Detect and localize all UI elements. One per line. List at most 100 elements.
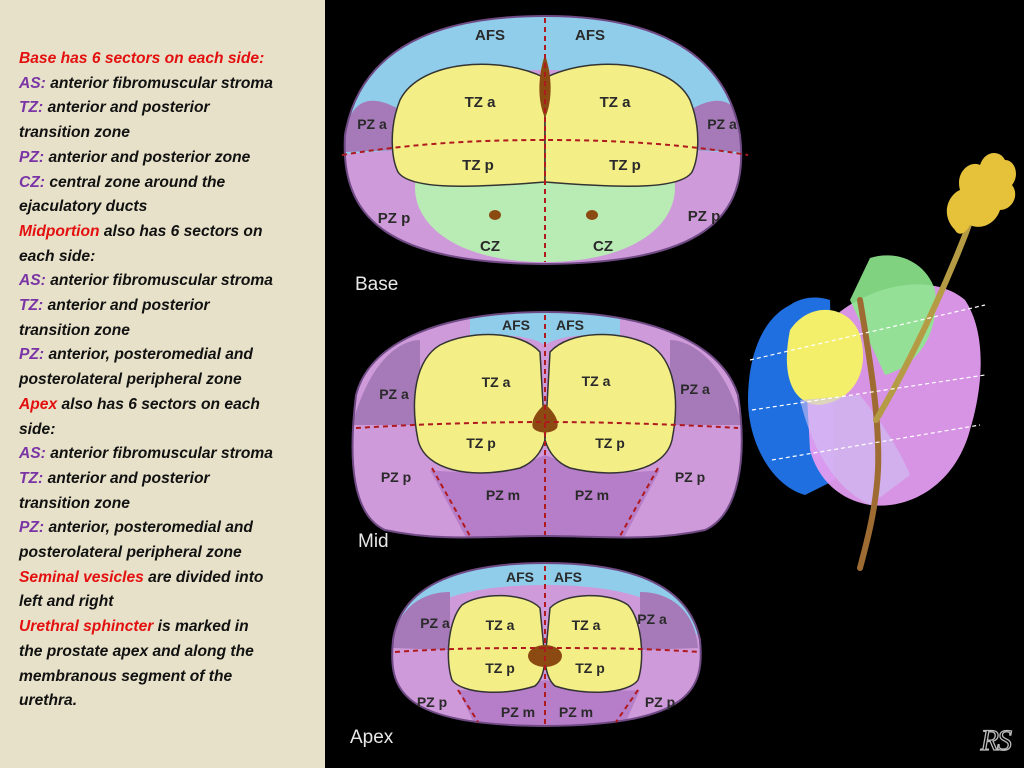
mid-tz-left	[413, 333, 546, 474]
text-abbreviation: CZ:	[19, 173, 45, 191]
base-ejaculatory-duct-right	[586, 210, 598, 220]
text-segment: posterolateral peripheral zone	[19, 544, 242, 562]
text-line: Apex also has 6 sectors on each	[19, 393, 319, 418]
apex-tzp-right-label: TZ p	[575, 660, 605, 676]
apex-section: AFS AFS PZ a PZ a TZ a TZ a TZ p TZ p PZ…	[350, 561, 702, 748]
apex-pzm-right-label: PZ m	[559, 704, 593, 720]
prostate-3d-illustration	[748, 153, 1016, 571]
base-ejaculatory-duct-left	[489, 210, 501, 220]
text-line: AS: anterior fibromuscular stroma	[19, 442, 319, 467]
text-heading: Seminal vesicles	[19, 568, 144, 586]
base-tz-right	[544, 63, 699, 187]
text-segment: anterior, posteromedial and	[44, 346, 253, 364]
text-segment: anterior fibromuscular stroma	[45, 445, 273, 463]
mid-pzp-left-label: PZ p	[381, 469, 411, 485]
base-tzp-left-label: TZ p	[462, 157, 494, 174]
text-line: PZ: anterior, posteromedial and	[19, 343, 319, 368]
prostate-3d-transparent-apex	[800, 395, 910, 505]
apex-afs-region	[392, 563, 701, 660]
mid-afs-left-label: AFS	[502, 317, 530, 333]
text-line: transition zone	[19, 121, 319, 146]
base-tzp-right-label: TZ p	[609, 157, 641, 174]
text-segment: ejaculatory ducts	[19, 198, 148, 216]
text-line: TZ: anterior and posterior	[19, 467, 319, 492]
apex-pzm-right-divider	[615, 689, 639, 723]
text-abbreviation: PZ:	[19, 346, 45, 364]
mid-afs-right-label: AFS	[556, 317, 584, 333]
text-line: each side:	[19, 245, 319, 270]
apex-pzp-left-label: PZ p	[417, 694, 447, 710]
text-line: the prostate apex and along the	[19, 640, 319, 665]
text-line: Midportion also has 6 sectors on	[19, 220, 319, 245]
text-segment: also has 6 sectors on each	[57, 395, 260, 413]
text-line: PZ: anterior and posterior zone	[19, 146, 319, 171]
base-pza-right-label: PZ a	[707, 116, 737, 132]
text-segment: also has 6 sectors on	[99, 222, 263, 240]
text-line: side:	[19, 418, 319, 443]
text-line: CZ: central zone around the	[19, 171, 319, 196]
text-abbreviation: AS:	[19, 445, 46, 463]
text-line: Seminal vesicles are divided into	[19, 566, 319, 591]
text-segment: anterior and posterior	[43, 99, 210, 117]
text-segment: each side:	[19, 247, 96, 265]
text-abbreviation: PZ:	[19, 519, 45, 537]
text-segment: transition zone	[19, 321, 130, 339]
mid-tzp-right-label: TZ p	[595, 435, 625, 451]
text-segment: are divided into	[143, 568, 264, 586]
text-segment: anterior fibromuscular stroma	[45, 74, 273, 92]
text-segment: transition zone	[19, 124, 130, 142]
mid-tza-right-label: TZ a	[582, 373, 611, 389]
prostate-3d-level-line-apex	[771, 424, 981, 461]
base-urethra	[539, 55, 551, 118]
apex-pza-right-shade	[640, 592, 698, 650]
apex-pza-left-shade	[392, 592, 450, 650]
mid-pza-left-shade	[352, 340, 420, 425]
mid-pzm-right-divider	[619, 467, 659, 537]
text-segment: transition zone	[19, 494, 130, 512]
mid-section: AFS AFS PZ a PZ a TZ a TZ a TZ p TZ p PZ…	[351, 310, 743, 552]
mid-pza-right-label: PZ a	[680, 381, 710, 397]
prostate-3d-level-line-base	[749, 304, 986, 361]
apex-pza-right-label: PZ a	[637, 611, 667, 627]
prostate-3d-level-line-mid	[751, 374, 986, 411]
text-line: AS: anterior fibromuscular stroma	[19, 269, 319, 294]
mid-tza-tzp-divider	[355, 420, 739, 429]
base-pza-left-shade	[345, 100, 400, 152]
text-line: posterolateral peripheral zone	[19, 368, 319, 393]
text-segment: membranous segment of the	[19, 667, 233, 685]
text-segment: is marked in	[153, 618, 249, 636]
base-tza-right-label: TZ a	[600, 94, 631, 111]
base-pza-right-shade	[690, 100, 742, 152]
base-pzp-right-label: PZ p	[688, 208, 721, 225]
mid-pzm-left-label: PZ m	[486, 487, 520, 503]
base-afs-region	[344, 16, 742, 155]
apex-afs-left-label: AFS	[506, 569, 534, 585]
text-line: PZ: anterior, posteromedial and	[19, 516, 319, 541]
text-heading: Apex	[19, 395, 58, 413]
base-tza-tzp-divider	[341, 138, 749, 156]
base-pza-left-label: PZ a	[357, 116, 387, 132]
text-segment: anterior and posterior	[43, 297, 210, 315]
text-line: Urethral sphincter is marked in	[19, 615, 319, 640]
mid-tz-right	[544, 333, 677, 474]
text-heading: Base has 6 sectors on each side:	[19, 50, 265, 67]
text-segment: central zone around the	[44, 173, 226, 191]
text-abbreviation: AS:	[19, 74, 46, 92]
mid-pza-right-shade	[670, 340, 742, 425]
text-segment: left and right	[19, 593, 114, 611]
apex-tzp-left-label: TZ p	[485, 660, 515, 676]
apex-pzp-right-label: PZ p	[645, 694, 675, 710]
mid-title: Mid	[358, 531, 389, 552]
apex-tz-right	[544, 594, 643, 693]
mid-pzm-left-divider	[431, 467, 471, 537]
base-tza-left-label: TZ a	[465, 94, 496, 111]
text-heading: Midportion	[19, 222, 100, 240]
base-afs-right-label: AFS	[575, 27, 605, 44]
base-tz-left	[391, 63, 546, 187]
apex-tza-tzp-divider	[394, 647, 701, 653]
text-panel: Base has 6 sectors on each side: AS: ante…	[0, 0, 325, 768]
apex-tza-left-label: TZ a	[486, 617, 515, 633]
text-line: left and right	[19, 590, 319, 615]
text-abbreviation: PZ:	[19, 148, 45, 166]
apex-pzm-region	[458, 680, 640, 726]
